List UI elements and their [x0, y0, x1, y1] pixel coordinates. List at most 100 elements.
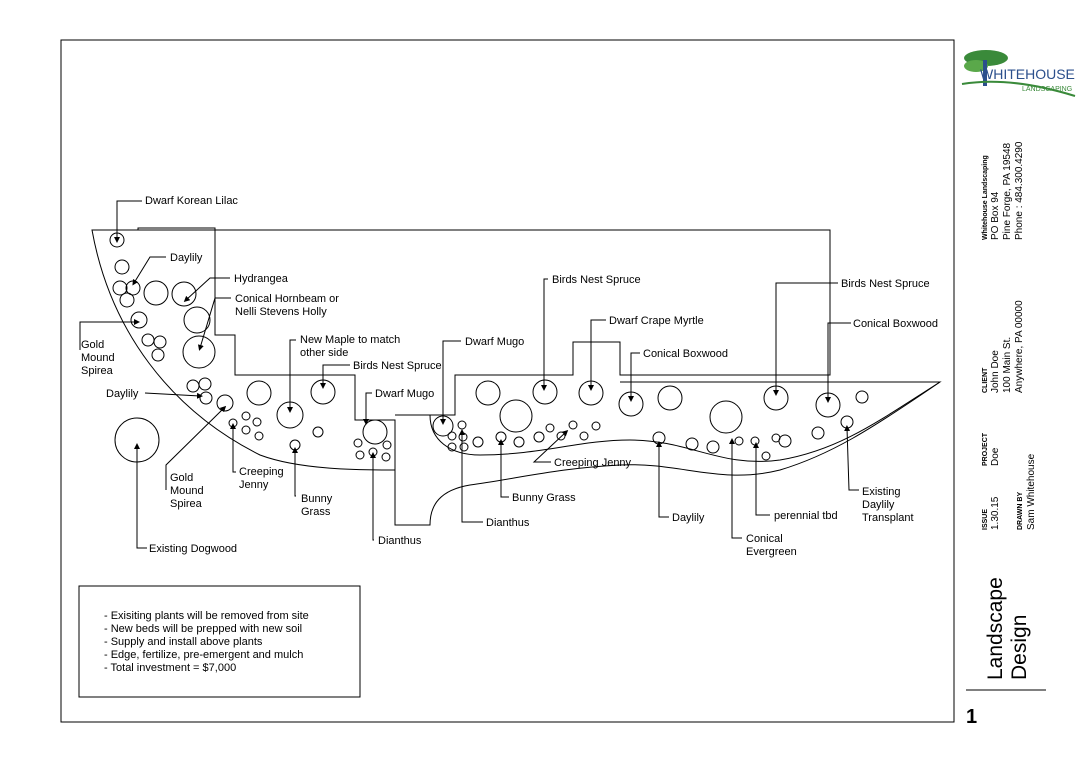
label-existing-daylily: Existing [862, 486, 901, 498]
client-address-2: Anywhere, PA 00000 [1014, 300, 1025, 393]
label-existing-dogwood: Existing Dogwood [149, 543, 237, 555]
label-new-maple-1: New Maple to match [300, 334, 400, 346]
company-address-1: PO Box 94 [990, 191, 1001, 240]
issue-heading: ISSUE [982, 509, 989, 530]
plant-circle [568, 420, 578, 430]
leader-line [440, 340, 461, 425]
plant-circle [447, 442, 457, 452]
label-gold-mound-spirea-bottom: Gold [170, 472, 193, 484]
plant-circle [182, 335, 216, 369]
sheet-title-line-1: Landscape [984, 577, 1007, 680]
client-address-1: 100 Main St. [1002, 337, 1013, 393]
right-bed-path [394, 381, 941, 526]
leader-line [729, 438, 742, 539]
plant-circle [591, 421, 601, 431]
client-heading: CLIENT [982, 367, 989, 393]
label-conical-hornbeam-1: Conical Hornbeam or [235, 293, 339, 305]
plant-circle [186, 379, 200, 393]
plant-circle [151, 348, 165, 362]
plant-circle [750, 436, 760, 446]
plant-circle [246, 380, 272, 406]
notes-box [78, 585, 361, 698]
plant-circle [143, 280, 169, 306]
title-block-text: Whitehouse Landscaping PO Box 94 Pine Fo… [966, 141, 1046, 728]
plant-circle [579, 431, 589, 441]
label-new-maple-2: other side [300, 347, 348, 359]
plant-circle [153, 335, 167, 349]
plant-circle [472, 436, 484, 448]
plant-circle [657, 385, 683, 411]
plant-circle [706, 440, 720, 454]
note-line: - Supply and install above plants [104, 636, 263, 648]
leader-line [532, 429, 569, 463]
leader-line [183, 277, 230, 303]
plant-circle [254, 431, 264, 441]
label-daylily-left: Daylily [106, 388, 139, 400]
label-gold-mound-spirea-top: Spirea [81, 365, 114, 377]
leader-line [363, 392, 372, 425]
label-bunny-grass-b: Bunny Grass [512, 492, 576, 504]
label-daylily-top: Daylily [170, 252, 203, 264]
tree-canopy-icon [964, 60, 988, 72]
leader-line [132, 256, 166, 286]
plant-circle [545, 423, 555, 433]
plant-circle [734, 436, 744, 446]
leader-line [370, 452, 376, 541]
note-line: - Total investment = $7,000 [104, 662, 236, 674]
plant-circle [252, 417, 262, 427]
project-heading: PROJECT [982, 432, 989, 466]
label-conical-hornbeam-2: Nelli Stevens Holly [235, 306, 327, 318]
notes-list: - Exisiting plants will be removed from … [104, 610, 309, 674]
plant-symbols [109, 232, 869, 463]
plant-circle [119, 292, 135, 308]
leader-line [825, 322, 851, 403]
drawn-by-value: Sam Whitehouse [1026, 453, 1037, 530]
plant-circle [112, 280, 128, 296]
label-dwarf-korean-lilac: Dwarf Korean Lilac [145, 195, 238, 207]
leader-line [773, 282, 838, 396]
label-perennial-tbd: perennial tbd [774, 510, 838, 522]
plant-circle [312, 426, 324, 438]
label-existing-daylily: Daylily [862, 499, 895, 511]
label-gold-mound-spirea-bottom: Mound [170, 485, 204, 497]
plant-circle [199, 391, 213, 405]
plant-circle [198, 377, 212, 391]
plant-circle [761, 451, 771, 461]
leader-line [287, 339, 296, 413]
tree-trunk-icon [983, 60, 987, 86]
left-bed-outline [91, 227, 396, 471]
label-creeping-jenny-b: Creeping Jenny [554, 457, 632, 469]
leader-line [628, 352, 640, 402]
project-name: Doe [990, 447, 1001, 466]
label-dianthus-b: Dianthus [486, 517, 530, 529]
sheet-number: 1 [966, 706, 977, 728]
leader-line [114, 200, 142, 243]
plant-circle [228, 418, 238, 428]
note-line: - Edge, fertilize, pre-emergent and mulc… [104, 649, 303, 661]
drawing-border [60, 39, 955, 723]
label-existing-daylily: Transplant [862, 512, 914, 524]
label-daylily-bottom: Daylily [672, 512, 705, 524]
leader-line [541, 278, 548, 391]
company-phone: Phone : 484.300.4290 [1014, 141, 1025, 240]
plant-circle [368, 447, 378, 457]
leader-line [134, 443, 147, 549]
leader-line [197, 297, 231, 351]
plant-circle [457, 420, 467, 430]
label-birds-nest-spruce-b: Birds Nest Spruce [552, 274, 641, 286]
label-gold-mound-spirea-top: Gold [81, 339, 104, 351]
leader-line [656, 441, 669, 518]
sheet-title-line-2: Design [1008, 615, 1031, 680]
plant-circle [495, 431, 507, 443]
label-gold-mound-spirea-top: Mound [81, 352, 115, 364]
label-conical-evergreen: Evergreen [746, 546, 797, 558]
company-name: Whitehouse Landscaping [982, 155, 989, 240]
plant-circle [353, 438, 363, 448]
label-creeping-jenny-a: Creeping [239, 466, 284, 478]
label-birds-nest-spruce-a: Birds Nest Spruce [353, 360, 442, 372]
label-conical-evergreen: Conical [746, 533, 783, 545]
company-logo: WHITEHOUSE LANDSCAPING [961, 50, 1076, 97]
plant-circle [362, 419, 388, 445]
label-dwarf-mugo-b: Dwarf Mugo [465, 336, 524, 348]
plant-circle [183, 306, 211, 334]
